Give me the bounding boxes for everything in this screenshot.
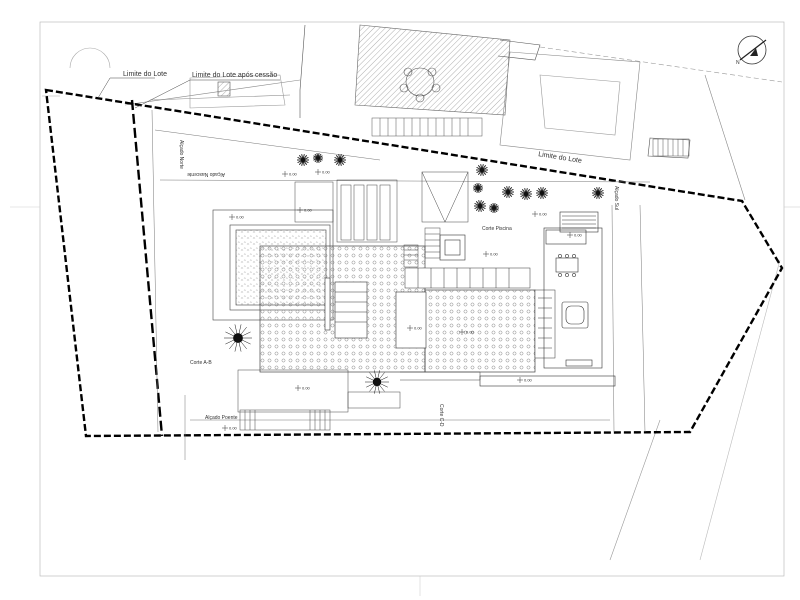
- level-marker-label: 0.00: [574, 233, 583, 238]
- limite-lote-label-top: Limite do Lote: [97, 71, 167, 99]
- level-markers: 0.00 0.00 0.00 0.00 0.00 0.00 0.00 0.00 0.00 0.00…: [222, 169, 583, 431]
- parking-bays: [294, 179, 398, 243]
- level-marker-label: 0.00: [539, 212, 548, 217]
- tree-icon: [473, 183, 483, 193]
- level-marker-icon: 0.00: [459, 329, 475, 335]
- tree-icon: [476, 164, 488, 176]
- corte-ab-label: Corte A-B: [190, 360, 212, 366]
- level-marker-label: 0.00: [304, 208, 313, 213]
- tree-icon: [224, 324, 252, 352]
- limite-lote-cession-label: Limite do Lote após cessão: [134, 72, 280, 109]
- entrance-stairs: [371, 117, 483, 137]
- limite-lote-right-text: Limite do Lote: [538, 151, 583, 165]
- tree-icon: [502, 186, 514, 198]
- level-marker-label: 0.00: [322, 170, 331, 175]
- drawing-frame: [39, 21, 785, 577]
- alcado-nascente-label: Alçado Nascente: [187, 171, 225, 177]
- svg-text:N: N: [736, 60, 740, 66]
- level-marker-label: 0.00: [236, 215, 245, 220]
- level-marker-icon: 0.00: [517, 377, 533, 383]
- neighbour-rosette: [399, 67, 441, 103]
- level-marker-label: 0.00: [414, 326, 423, 331]
- level-marker-label: 0.00: [524, 378, 533, 383]
- tree-icon: [592, 187, 604, 199]
- alcado-norte-label: Alçado Norte: [178, 140, 184, 169]
- level-marker-icon: 0.00: [483, 251, 499, 257]
- tree-icon: [365, 370, 389, 394]
- north-arrow-icon: N: [736, 35, 767, 66]
- level-marker-icon: 0.00: [315, 169, 331, 175]
- site-lines: [151, 109, 651, 460]
- tree-icon: [536, 187, 548, 199]
- tree-icon: [520, 188, 532, 200]
- limite-lote-cession-text: Limite do Lote após cessão: [192, 72, 277, 79]
- tree-icon: [313, 153, 323, 163]
- right-wing: [479, 211, 616, 387]
- limite-lote-text: Limite do Lote: [123, 71, 167, 78]
- alcado-sul-label: Alçado Sul: [613, 186, 619, 210]
- trees: [224, 153, 604, 394]
- interior-stairs: [403, 171, 469, 268]
- corridor-blocks: [404, 267, 556, 359]
- corte-piscina-label: Corte Piscina: [482, 226, 512, 232]
- lot-boundary: [44, 88, 784, 438]
- level-marker-icon: 0.00: [295, 385, 311, 391]
- context-neighbours: [42, 24, 783, 561]
- level-marker-label: 0.00: [490, 252, 499, 257]
- tree-icon: [489, 203, 499, 213]
- main-paving-right: [424, 289, 536, 373]
- level-marker-icon: 0.00: [229, 214, 245, 220]
- level-marker-label: 0.00: [302, 386, 311, 391]
- lower-terraces: [237, 369, 481, 431]
- level-marker-icon: 0.00: [407, 325, 423, 331]
- level-marker-icon: 0.00: [282, 171, 298, 177]
- tree-icon: [334, 154, 346, 166]
- level-marker-icon: 0.00: [567, 232, 583, 238]
- level-marker-label: 0.00: [229, 426, 238, 431]
- lot-boundary-after-cession: [130, 99, 164, 437]
- tree-icon: [297, 154, 309, 166]
- level-marker-icon: 0.00: [222, 425, 238, 431]
- parking-stripes: [652, 138, 690, 157]
- corte-cd-label: Corte C-D: [438, 404, 444, 427]
- level-marker-icon: 0.00: [297, 207, 313, 213]
- interior-blocks: [324, 234, 466, 349]
- level-marker-label: 0.00: [289, 172, 298, 177]
- alcado-poente-label: Alçado Poente: [205, 415, 238, 421]
- tree-icon: [474, 200, 486, 212]
- level-marker-icon: 0.00: [532, 211, 548, 217]
- level-marker-label: 0.00: [466, 330, 475, 335]
